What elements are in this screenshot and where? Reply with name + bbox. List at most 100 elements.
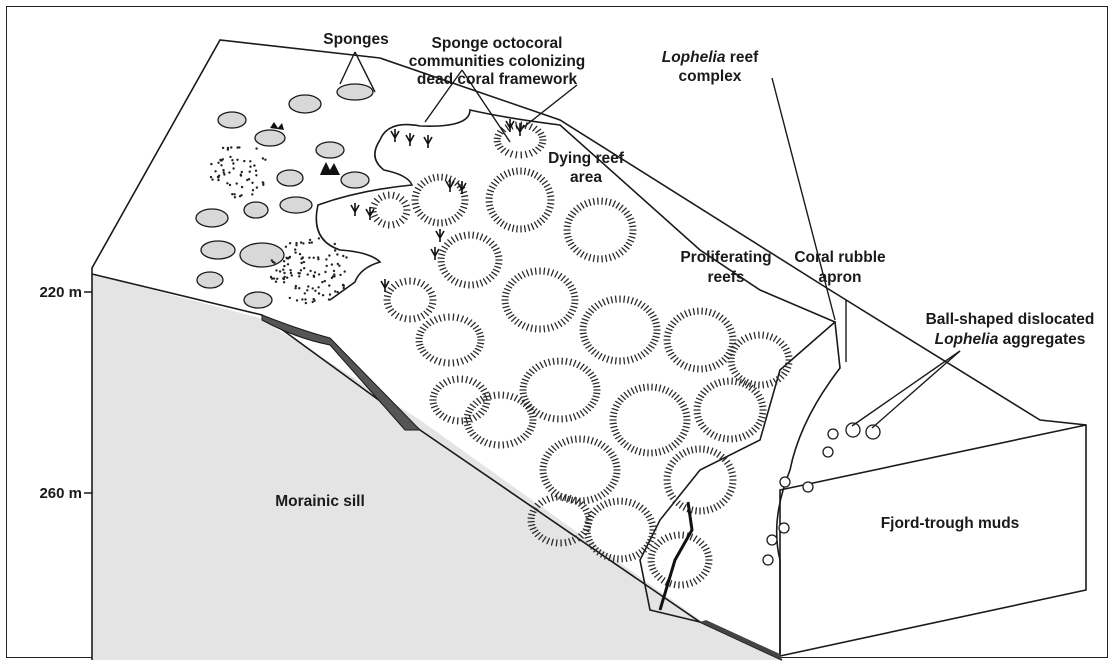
stipple-dot <box>229 156 231 158</box>
stipple-dot <box>276 278 278 280</box>
stipple-dot <box>342 255 344 257</box>
stipple-dot <box>342 284 344 286</box>
stipple-dot <box>333 270 335 272</box>
stipple-dot <box>321 281 323 283</box>
stipple-dot <box>309 270 311 272</box>
stipple-dot <box>284 276 286 278</box>
stipple-dot <box>217 162 219 164</box>
stipple-dot <box>295 242 297 244</box>
stipple-dot <box>307 273 309 275</box>
reef-mound <box>486 168 554 232</box>
stipple-dot <box>344 270 346 272</box>
stipple-dot <box>230 146 232 148</box>
stipple-dot <box>227 147 229 149</box>
stipple-dot <box>336 253 338 255</box>
label-dying-2: area <box>570 169 602 186</box>
stipple-dot <box>249 160 251 162</box>
stipple-dot <box>336 291 338 293</box>
stipple-dot <box>303 267 305 269</box>
stipple-dot <box>264 159 266 161</box>
stipple-dot <box>318 237 320 239</box>
octocoral-symbol <box>366 207 374 220</box>
stipple-dot <box>300 241 302 243</box>
label-octocoral-1: Sponge octocoral <box>432 35 563 52</box>
octocoral-symbol <box>424 135 432 148</box>
reef-mound <box>648 532 712 588</box>
reef-mound <box>412 174 468 226</box>
octocoral-symbol <box>381 279 389 292</box>
stipple-dot <box>236 182 238 184</box>
stipple-dot <box>339 274 341 276</box>
stipple-dot <box>301 298 303 300</box>
stipple-dot <box>332 275 334 277</box>
depth-label-220: 220 m <box>39 284 82 301</box>
reef-mound <box>430 376 490 424</box>
stipple-dot <box>223 171 225 173</box>
stipple-dot <box>307 285 309 287</box>
stipple-dot <box>283 260 285 262</box>
reef-mound <box>664 446 736 514</box>
stipple-dot <box>289 269 291 271</box>
reef-mound <box>610 384 690 456</box>
stipple-dot <box>283 278 285 280</box>
block-side-face <box>92 274 780 660</box>
stipple-dot <box>295 244 297 246</box>
stipple-dot <box>290 272 292 274</box>
stipple-dot <box>317 286 319 288</box>
stipple-dot <box>328 298 330 300</box>
stipple-dot <box>249 171 251 173</box>
stipple-dot <box>231 193 233 195</box>
stipple-dot <box>228 171 230 173</box>
stipple-dot <box>334 249 336 251</box>
reef-mound <box>464 392 536 448</box>
stipple-dot <box>255 147 257 149</box>
stipple-dot <box>282 269 284 271</box>
stipple-dot <box>300 269 302 271</box>
label-fjord: Fjord-trough muds <box>881 515 1020 532</box>
stipple-dot <box>328 284 330 286</box>
stipple-dot <box>299 272 301 274</box>
stipple-dot <box>304 292 306 294</box>
reef-fissure <box>660 502 692 610</box>
stipple-dot <box>324 280 326 282</box>
stipple-dot <box>270 276 272 278</box>
stipple-dot <box>294 248 296 250</box>
stipple-dot <box>234 196 236 198</box>
stipple-dot <box>233 193 235 195</box>
stipple-dot <box>313 298 315 300</box>
stipple-dot <box>219 159 221 161</box>
stipple-dot <box>308 257 310 259</box>
stipple-dot <box>283 281 285 283</box>
label-ball-2: Lophelia aggregates <box>935 331 1086 348</box>
stipple-dot <box>314 271 316 273</box>
stipple-dot <box>302 256 304 258</box>
octocoral-symbol <box>436 229 444 242</box>
stipple-dot <box>304 298 306 300</box>
stipple-dot <box>275 269 277 271</box>
label-sponges: Sponges <box>323 31 388 48</box>
stipple-dot <box>218 175 220 177</box>
stipple-dot <box>246 179 248 181</box>
stipple-dot <box>283 265 285 267</box>
stipple-dot <box>240 174 242 176</box>
stipple-dot <box>300 262 302 264</box>
stipple-dot <box>343 287 345 289</box>
stipple-dot <box>253 164 255 166</box>
stipple-dot <box>236 146 238 148</box>
label-rubble-2: apron <box>818 269 861 286</box>
stipple-dot <box>256 186 258 188</box>
stipple-dot <box>291 274 293 276</box>
stipple-dot <box>222 169 224 171</box>
reef-mound <box>384 278 436 322</box>
octocoral-symbol <box>391 129 399 142</box>
stipple-dot <box>318 292 320 294</box>
label-ball-1: Ball-shaped dislocated <box>926 311 1095 328</box>
stipple-dot <box>309 239 311 241</box>
stipple-dot <box>317 256 319 258</box>
stipple-dot <box>333 273 335 275</box>
stipple-dot <box>220 164 222 166</box>
octocoral-symbol <box>351 203 359 216</box>
stipple-dot <box>294 287 296 289</box>
stipple-dot <box>275 281 277 283</box>
stipple-dot <box>232 167 234 169</box>
